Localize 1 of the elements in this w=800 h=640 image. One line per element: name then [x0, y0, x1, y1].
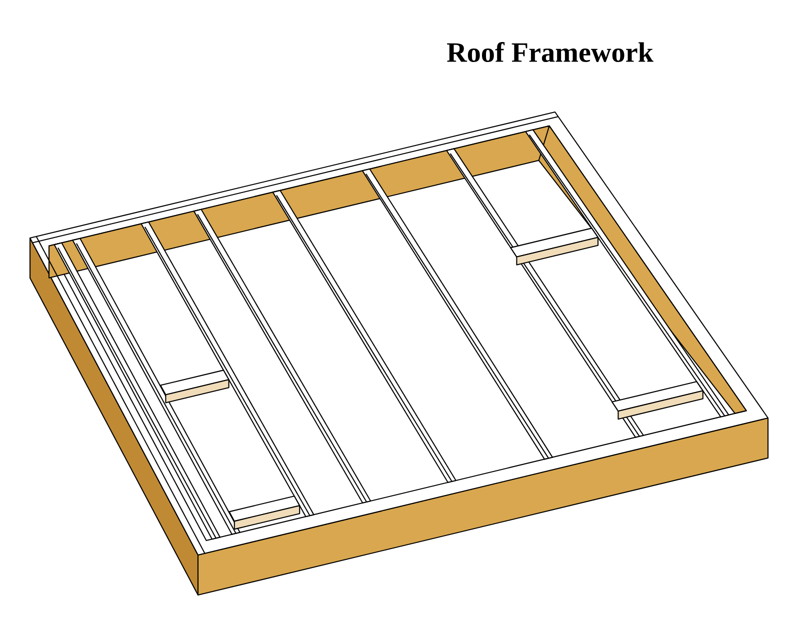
- title: Roof Framework: [447, 42, 654, 62]
